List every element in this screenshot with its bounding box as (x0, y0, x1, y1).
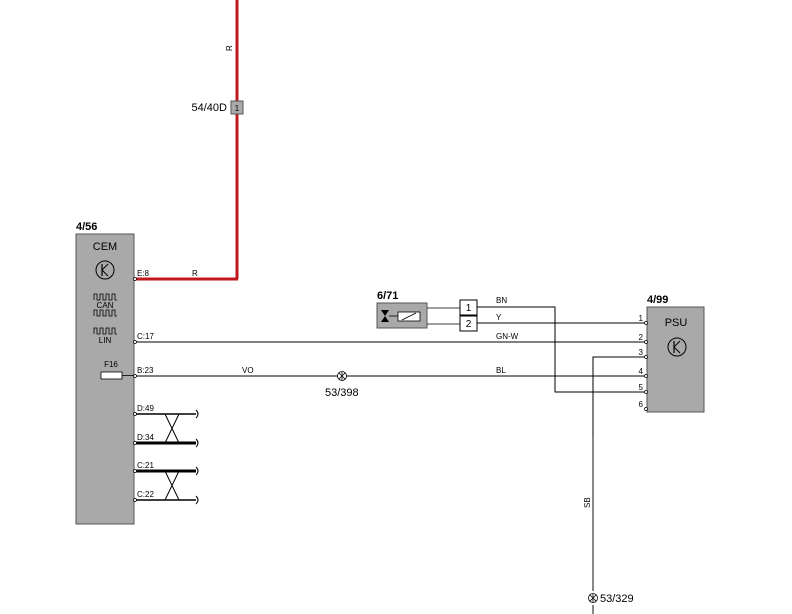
switch-id-label: 6/71 (377, 290, 398, 302)
ground-label-53-329: 53/329 (600, 593, 634, 605)
wire-sb (592, 356, 647, 614)
fuse-label: F16 (104, 360, 118, 369)
psu-pin-4: 4 (639, 367, 644, 376)
cem-id-label: 4/56 (76, 221, 97, 233)
ground-point-53-398 (337, 371, 347, 381)
psu-pin-1: 1 (639, 314, 644, 323)
psu-pin-5: 5 (639, 383, 644, 392)
psu-transistor-icon (667, 337, 687, 357)
switch-6-71 (376, 302, 460, 329)
ground-label-53-398: 53/398 (325, 387, 359, 399)
switch-pin-1: 1 (466, 303, 472, 314)
psu-name-label: PSU (665, 317, 688, 329)
wire-label-bl: BL (496, 366, 506, 375)
psu-pin-6: 6 (639, 400, 644, 409)
cem-pin-c17: C:17 (137, 332, 154, 341)
psu-pin-markers (644, 321, 648, 411)
cem-pin-b23: B:23 (137, 366, 154, 375)
connector-54-40d: 1 (230, 100, 244, 115)
twisted-pair-2 (136, 466, 199, 505)
wire-bn (477, 306, 647, 393)
transistor-icon (95, 260, 115, 280)
cem-pin-c21: C:21 (137, 461, 154, 470)
wire-label-sb: SB (583, 497, 592, 508)
cem-module (75, 233, 135, 525)
twisted-pair-1 (136, 409, 199, 448)
wire-label-y: Y (496, 313, 502, 322)
wire-label-bn: BN (496, 296, 507, 305)
can-label: CAN (97, 301, 114, 310)
wire-label-vo: VO (242, 366, 254, 375)
ground-point-53-329 (588, 593, 598, 603)
connector-id-label: 54/40D (192, 102, 228, 114)
psu-id-label: 4/99 (647, 294, 668, 306)
lin-label: LIN (99, 336, 112, 345)
wire-label-r-vertical: R (225, 45, 234, 51)
power-feed-wire (134, 0, 239, 281)
psu-module (646, 306, 705, 413)
fuse-f16 (100, 371, 123, 380)
cem-pin-e8: E:8 (137, 269, 150, 278)
cem-pin-d34: D:34 (137, 433, 154, 442)
cem-pin-c22: C:22 (137, 490, 154, 499)
connector-pin-label: 1 (235, 104, 240, 113)
wire-label-gn-w: GN-W (496, 332, 519, 341)
psu-pin-2: 2 (639, 333, 644, 342)
switch-pin-2: 2 (466, 319, 472, 330)
psu-pin-3: 3 (639, 348, 644, 357)
cem-name-label: CEM (93, 241, 117, 253)
lin-bus-icon (93, 327, 117, 335)
can-bus-icon (93, 293, 117, 317)
cem-pin-d49: D:49 (137, 404, 154, 413)
wire-label-r-horizontal: R (192, 269, 198, 278)
